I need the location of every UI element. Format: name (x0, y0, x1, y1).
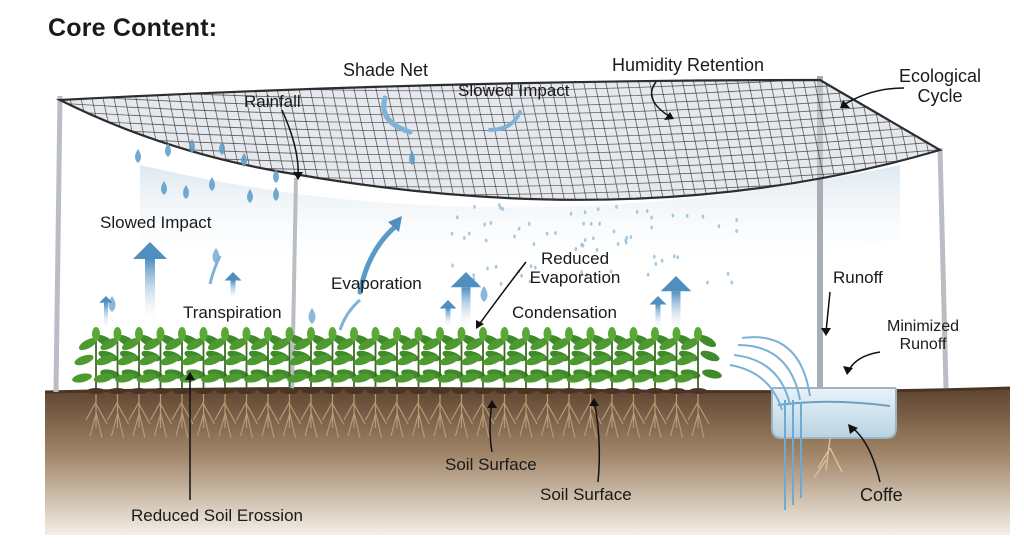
callout-lines (189, 81, 905, 500)
label-soil-surface-2: Soil Surface (540, 485, 632, 504)
pointer-minimized-runoff (847, 351, 881, 373)
label-runoff: Runoff (833, 268, 883, 287)
pointer-ecological (841, 87, 905, 107)
label-shade-net: Shade Net (343, 60, 429, 80)
label-reduced-evaporation: Reduced Evaporation (529, 249, 621, 287)
label-humidity-retention: Humidity Retention (612, 55, 765, 75)
label-ecological-cycle: Ecological Cycle (898, 66, 982, 106)
mist-haze (140, 165, 900, 270)
label-slowed-impact-left: Slowed Impact (100, 213, 212, 232)
pole-left (53, 95, 63, 393)
pole-far-right (937, 147, 949, 389)
label-slowed-impact-top: Slowed Impact (458, 81, 570, 100)
label-minimized-runoff: Minimized Runoff (886, 318, 959, 353)
pointer-humidity (650, 81, 673, 119)
deflection-swirls (381, 95, 522, 135)
pointer-soil-2 (593, 399, 601, 483)
pointer-runoff (825, 291, 831, 333)
label-evaporation: Evaporation (331, 274, 422, 293)
runoff-tank (771, 387, 897, 510)
label-soil-surface-1: Soil Surface (445, 455, 537, 474)
pole-mid-left (290, 177, 298, 393)
coffee-plant-row (72, 327, 722, 439)
page-title: Core Content: (48, 14, 218, 42)
vapor-arrows (99, 216, 692, 332)
label-condensation: Condensation (512, 303, 617, 322)
runoff-flow (729, 336, 811, 411)
label-reduced-soil-erosion: Reduced Soil Erossion (131, 506, 303, 525)
callout-arrowheads (185, 100, 858, 434)
label-rainfall: Rainfall (244, 92, 301, 111)
pointer-reduced-evap (477, 261, 527, 327)
rain-drops (108, 139, 488, 324)
label-transpiration: Transpiration (183, 303, 282, 322)
label-coffe: Coffe (860, 485, 903, 505)
